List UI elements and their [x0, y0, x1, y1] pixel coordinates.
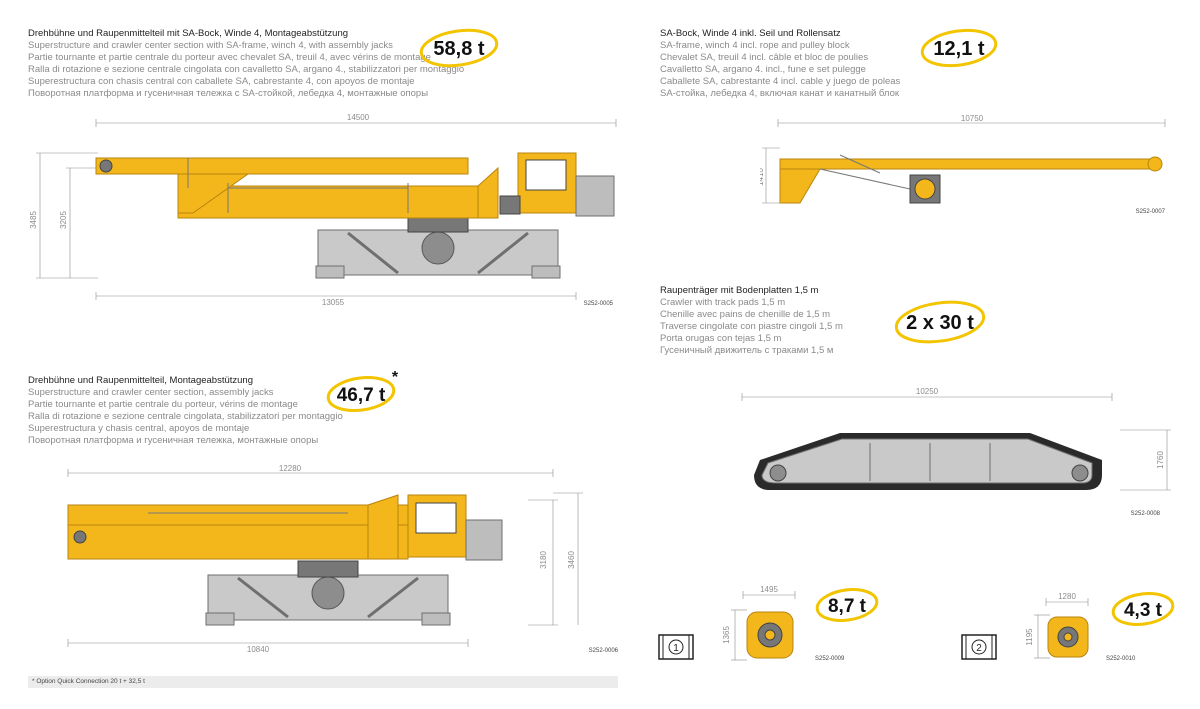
dim-height-outer: 3460	[567, 551, 576, 569]
dim-length-bottom: 13055	[322, 298, 345, 307]
footnote: * Option Quick Connection 20 t + 32,5 t	[28, 676, 618, 688]
dim-height-inner: 3180	[539, 551, 548, 569]
weight-value: 58,8 t	[433, 38, 484, 60]
desc-line: Chenille avec pains de chenille de 1,5 m	[660, 309, 831, 320]
winch-marker-number: 1	[673, 643, 679, 654]
weight-value: 12,1 t	[933, 38, 984, 60]
desc-line: Crawler with track pads 1,5 m	[660, 297, 786, 308]
desc-line: Гусеничный движитель с траками 1,5 м	[660, 345, 834, 356]
desc-line: Поворотная платформа и гусеничная тележк…	[28, 88, 429, 99]
weight-badge: 8,7 t	[814, 586, 880, 624]
weight-badge: 12,1 t	[918, 26, 1000, 68]
desc-line: Porta orugas con tejas 1,5 m	[660, 333, 782, 344]
desc-line: Ralla di rotazione e sezione centrale ci…	[28, 411, 343, 422]
dim-length: 10750	[961, 115, 984, 123]
section-title: Raupenträger mit Bodenplatten 1,5 m	[660, 285, 819, 296]
desc-line: SA-стойка, лебедка 4, включая канат и ка…	[660, 88, 900, 99]
drawing-crawler: 10250 1760 S252-0008	[741, 387, 1171, 517]
winch-marker-number: 2	[976, 643, 982, 654]
dim-length: 10250	[916, 387, 939, 396]
drawing-code: S252-0005	[584, 301, 614, 307]
section-sa-frame-winch: SA-Bock, Winde 4 inkl. Seil und Rollensa…	[660, 28, 900, 100]
drawing-winch-2: 2 1280 1195 S252-0010	[961, 592, 1136, 662]
drawing-superstructure-assembly-jacks: 12280 10840 3180 3460 S252-0006	[67, 465, 619, 654]
weight-value: 46,7 t	[337, 385, 386, 406]
drawing-code: S252-0009	[815, 656, 845, 662]
section-crawler: Raupenträger mit Bodenplatten 1,5 m Craw…	[660, 285, 843, 357]
weight-badge: 2 x 30 t	[892, 298, 988, 346]
dim-height: 1365	[722, 626, 731, 644]
weight-value: 8,7 t	[828, 596, 867, 617]
dim-width: 1495	[760, 585, 778, 594]
winch-body	[746, 611, 794, 659]
section-title: Drehbühne und Raupenmittelteil mit SA-Bo…	[28, 28, 349, 39]
dim-width: 1280	[1058, 592, 1076, 601]
dim-height-outer: 3485	[29, 211, 38, 229]
dim-height-inner: 3205	[59, 211, 68, 229]
drawing-winch-1: 1 1495 1365 S252-0009	[658, 585, 845, 662]
winch-marker-1: 1	[658, 634, 694, 660]
drawing-code: S252-0007	[1136, 209, 1166, 215]
section-title: SA-Bock, Winde 4 inkl. Seil und Rollensa…	[660, 28, 841, 39]
desc-line: Cavalletto SA, argano 4. incl., fune e s…	[660, 64, 866, 75]
crawler-center-section	[205, 560, 451, 626]
sa-frame-boom	[779, 154, 1163, 204]
crawler-track	[754, 433, 1102, 490]
section-title: Drehbühne und Raupenmittelteil, Montagea…	[28, 375, 253, 386]
desc-line: Chevalet SA, treuil 4 incl. câble et blo…	[660, 52, 869, 63]
dim-height: 1195	[1025, 628, 1034, 646]
section-superstructure-assembly-jacks: Drehbühne und Raupenmittelteil, Montagea…	[28, 375, 343, 447]
dim-height: 1760	[1156, 451, 1165, 469]
drawing-code: S252-0006	[589, 648, 619, 654]
desc-line: Поворотная платформа и гусеничная тележк…	[28, 435, 319, 446]
drawing-code: S252-0008	[1131, 511, 1161, 517]
weight-value: 2 x 30 t	[906, 312, 974, 334]
weight-badge: 46,7 t *	[325, 368, 405, 414]
desc-line: Superestructura y chasis central, apoyos…	[28, 423, 250, 434]
crawler-center-section	[315, 215, 561, 279]
drawing-superstructure-sa-frame: 14500 13055 3485 3205 S252-0005	[29, 113, 617, 307]
sa-frame	[95, 157, 469, 214]
desc-line: Superestructura con chasis central con c…	[28, 76, 415, 87]
weight-badge: 4,3 t	[1110, 590, 1176, 628]
winch-body	[1047, 616, 1089, 658]
winch-marker-2: 2	[961, 634, 997, 660]
section-superstructure-sa-frame: Drehbühne und Raupenmittelteil mit SA-Bo…	[28, 28, 464, 100]
drawing-sa-frame: 10750 1410 S252-0007	[760, 115, 1166, 215]
weight-badge: 58,8 t	[418, 26, 500, 68]
desc-line: SA-frame, winch 4 incl. rope and pulley …	[660, 40, 850, 51]
dim-length-bottom: 10840	[247, 645, 270, 654]
desc-line: Caballete SA, cabrestante 4 incl. cable …	[660, 76, 901, 87]
desc-line: Traverse cingolate con piastre cingoli 1…	[660, 321, 843, 332]
superstructure	[67, 494, 503, 561]
asterisk: *	[392, 369, 399, 386]
dim-length-top: 14500	[347, 113, 370, 122]
desc-line: Ralla di rotazione e sezione centrale ci…	[28, 64, 465, 75]
dim-length-top: 12280	[279, 465, 302, 473]
dim-height: 1410	[760, 168, 765, 186]
desc-line: Partie tournante et partie centrale du p…	[28, 399, 298, 410]
drawing-code: S252-0010	[1106, 656, 1136, 662]
desc-line: Superstructure and crawler center sectio…	[28, 387, 274, 398]
weight-value: 4,3 t	[1124, 600, 1163, 621]
desc-line: Partie tournante et partie centrale du p…	[28, 52, 431, 63]
desc-line: Superstructure and crawler center sectio…	[28, 40, 393, 51]
